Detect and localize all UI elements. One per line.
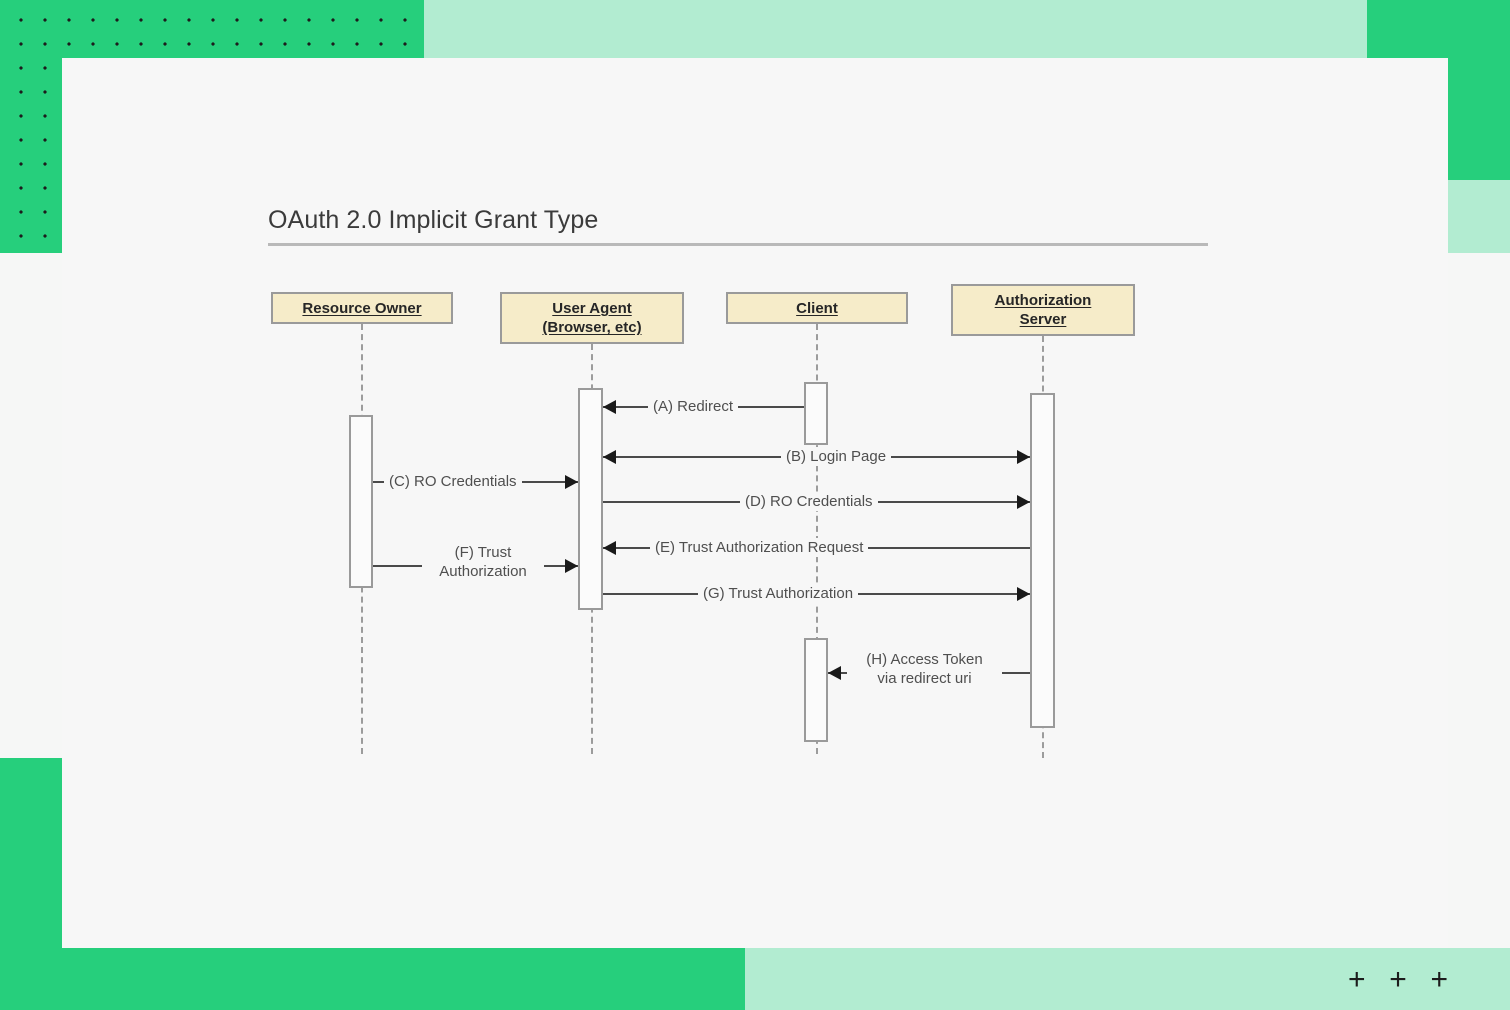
message-label-c: (C) RO Credentials	[384, 472, 522, 491]
message-label-b: (B) Login Page	[781, 447, 892, 466]
message-label-h: (H) Access Token via redirect uri	[847, 650, 1002, 688]
diagram-canvas: OAuth 2.0 Implicit Grant Type Resource O…	[62, 58, 1448, 948]
arrow-head-c	[565, 475, 578, 489]
title-divider	[268, 243, 1208, 246]
plus-icon: +	[1389, 963, 1407, 996]
lifeline-label: Client	[796, 299, 838, 317]
lifeline-label: Server	[1019, 311, 1067, 328]
lifeline-head-client[interactable]: Client	[726, 292, 908, 324]
lifeline-label: User Agent	[552, 300, 632, 317]
message-label-a: (A) Redirect	[648, 397, 739, 416]
sequence-diagram-stage: Resource Owner User Agent (Browser, etc)…	[62, 58, 1448, 948]
plus-icon: +	[1430, 963, 1448, 996]
message-label-h-line1: (H) Access Token	[866, 651, 983, 668]
arrow-head-h	[828, 666, 841, 680]
lifeline-head-user-agent[interactable]: User Agent (Browser, etc)	[500, 292, 684, 344]
message-label-h-line2: via redirect uri	[877, 670, 972, 687]
activation-bar-resource-owner	[349, 415, 373, 588]
arrow-head-a	[603, 400, 616, 414]
message-label-f: (F) Trust Authorization	[422, 543, 544, 581]
arrow-head-f	[565, 559, 578, 573]
diagram-title: OAuth 2.0 Implicit Grant Type	[268, 206, 599, 234]
arrow-head-g	[1017, 587, 1030, 601]
lifeline-label: (Browser, etc)	[542, 319, 642, 336]
message-label-f-line1: (F) Trust	[454, 544, 512, 561]
green-bottom-bar	[0, 948, 745, 1010]
plus-marks-decoration: + + +	[1348, 962, 1448, 998]
message-label-f-line2: Authorization	[439, 563, 527, 580]
lifeline-label: Resource Owner	[302, 299, 422, 317]
arrow-head-b-right	[1017, 450, 1030, 464]
arrow-head-e	[603, 541, 616, 555]
activation-bar-client-top	[804, 382, 828, 445]
arrow-head-d	[1017, 495, 1030, 509]
lifeline-head-authorization-server[interactable]: Authorization Server	[951, 284, 1135, 336]
message-label-e: (E) Trust Authorization Request	[650, 538, 869, 557]
message-label-g: (G) Trust Authorization	[698, 584, 859, 603]
activation-bar-client-bottom	[804, 638, 828, 742]
message-label-d: (D) RO Credentials	[740, 492, 878, 511]
activation-bar-user-agent	[578, 388, 603, 610]
lifeline-label: Authorization	[994, 292, 1092, 309]
arrow-head-b-left	[603, 450, 616, 464]
plus-icon: +	[1348, 963, 1366, 996]
activation-bar-authorization-server	[1030, 393, 1055, 728]
lifeline-head-resource-owner[interactable]: Resource Owner	[271, 292, 453, 324]
